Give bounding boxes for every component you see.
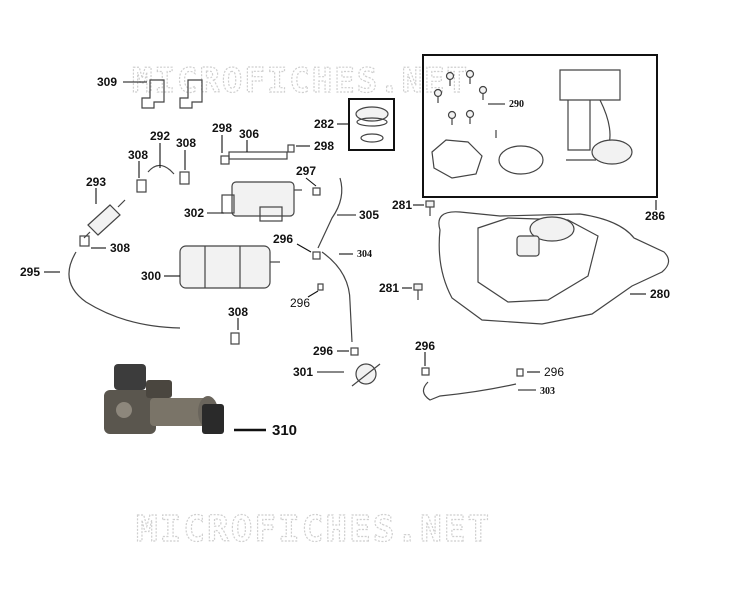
label-296-a: 296 (273, 232, 293, 246)
label-306: 306 (239, 127, 259, 141)
fuel-pump-inset-box (422, 54, 658, 198)
part-280-fuel-tank (438, 211, 670, 325)
part-309-elbows (141, 79, 203, 109)
label-281-a: 281 (392, 198, 412, 212)
label-308-a: 308 (128, 148, 148, 162)
label-297: 297 (296, 164, 316, 178)
part-282-cap (355, 106, 389, 122)
part-303-hose (422, 381, 517, 401)
part-306-hose (228, 151, 288, 160)
label-282: 282 (314, 117, 334, 131)
fuel-pump-gasket (431, 139, 483, 179)
part-282-seal (360, 133, 384, 143)
part-296-clip-a (312, 251, 321, 260)
part-290-screws (433, 69, 497, 138)
label-301: 301 (293, 365, 313, 379)
label-296-c: 296 (313, 344, 333, 358)
label-296-b: 296 (290, 296, 310, 310)
fuel-pump-oring (498, 145, 544, 175)
part-281-bolt-a (425, 200, 435, 216)
part-308-clip-d (230, 332, 240, 345)
label-308-d: 308 (228, 305, 248, 319)
label-281-b: 281 (379, 281, 399, 295)
label-303: 303 (540, 386, 555, 397)
part-308-clip-c (79, 235, 90, 247)
label-293: 293 (86, 175, 106, 189)
label-296-e: 296 (544, 365, 564, 379)
part-292-hose (147, 164, 175, 175)
label-280: 280 (650, 287, 670, 301)
label-310: 310 (272, 422, 297, 439)
part-295-hose (68, 251, 181, 329)
fuel-pump-assembly (559, 69, 633, 165)
part-302-canister (221, 181, 302, 222)
part-297-clip (312, 187, 321, 196)
part-301-valve (351, 363, 381, 387)
label-298-a: 298 (212, 121, 232, 135)
part-296-clip-b (317, 283, 324, 291)
label-300: 300 (141, 269, 161, 283)
part-281-bolt-b (413, 283, 423, 300)
part-308-clip-a (136, 179, 147, 193)
label-298-b: 298 (314, 139, 334, 153)
label-295: 295 (20, 265, 40, 279)
label-305: 305 (359, 208, 379, 222)
label-286: 286 (645, 209, 665, 223)
label-309: 309 (97, 75, 117, 89)
part-293-filter (83, 199, 126, 239)
label-308-b: 308 (176, 136, 196, 150)
part-296-clip-d (421, 367, 430, 376)
label-302: 302 (184, 206, 204, 220)
watermark-bottom: MICROFICHES.NET (136, 509, 491, 550)
part-305-hose (317, 177, 343, 249)
label-290: 290 (509, 99, 524, 110)
label-292: 292 (150, 129, 170, 143)
label-296-d: 296 (415, 339, 435, 353)
part-308-clip-b (179, 171, 190, 185)
part-298-clip-a (220, 155, 230, 165)
part-310-throttle-body (104, 364, 224, 434)
label-304: 304 (357, 249, 372, 260)
part-296-clip-e (516, 368, 524, 377)
part-296-clip-c (350, 347, 359, 356)
part-300-canister (179, 245, 280, 289)
part-298-clip-b (287, 144, 295, 153)
part-304-hose (321, 251, 353, 343)
watermark-top: MICROFICHES.NET (132, 61, 469, 101)
label-308-c: 308 (110, 241, 130, 255)
